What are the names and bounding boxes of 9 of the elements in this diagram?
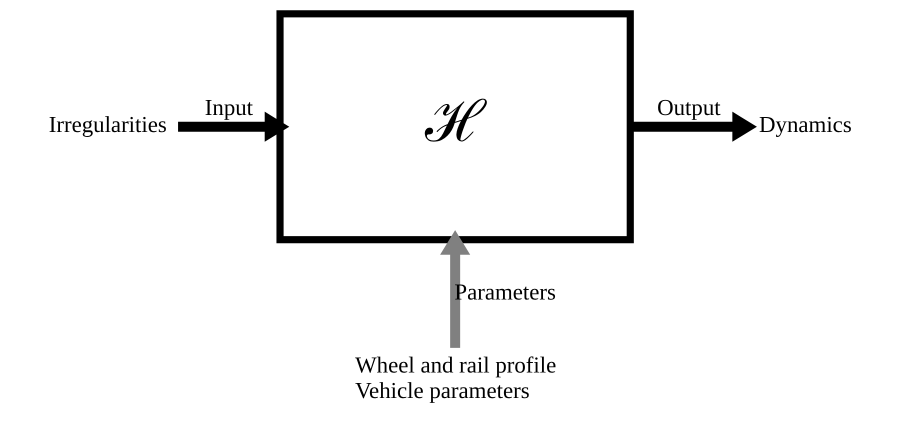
edge-label: Parameters [454, 279, 556, 304]
node-text: Dynamics [758, 112, 852, 138]
edge-label: Output [656, 95, 720, 120]
arrow [440, 230, 470, 348]
edge-label: Input [204, 95, 253, 120]
arrow [178, 112, 289, 142]
node-box: ℋ [276, 10, 634, 244]
node-text: Wheel and rail profile Vehicle parameters [354, 352, 556, 404]
node-text: Irregularities [48, 112, 166, 138]
